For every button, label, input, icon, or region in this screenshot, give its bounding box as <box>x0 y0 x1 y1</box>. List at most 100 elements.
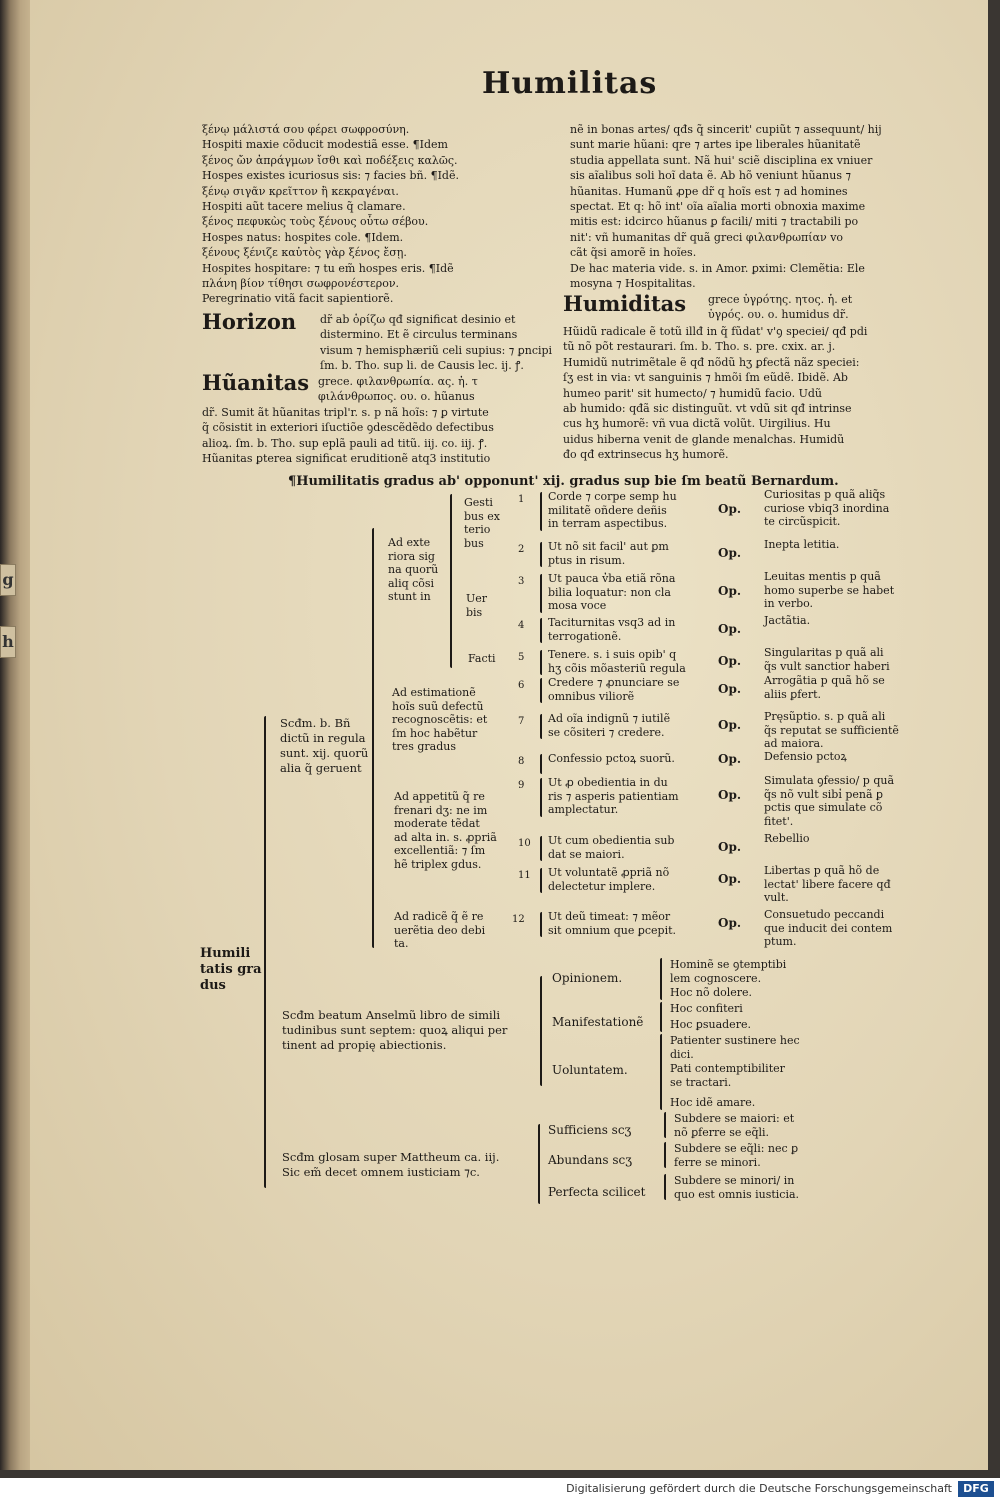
tree-line: Gesti <box>464 496 493 509</box>
virtue-bracket <box>540 868 542 893</box>
tree-line: ta. <box>394 937 409 950</box>
anselm-item-line: Hoc idẽ amare. <box>670 1096 756 1109</box>
opposite-label: Op. <box>718 546 742 560</box>
grade-vice: Jactãtia. <box>764 614 810 628</box>
tree-line: Ad radicẽ q̃ ẽ re <box>394 910 484 923</box>
humanitas-term: Hũanitas <box>202 370 310 395</box>
virtue-line: militatẽ oñdere deñis <box>548 503 667 517</box>
text-line: q̃ cõsistit in exteriori iſuctiõe ꝯdescẽ… <box>202 421 494 435</box>
factis-label: Facti <box>468 652 496 665</box>
tree-line: Humili <box>200 946 251 961</box>
virtue-line: Ut nõ sit facil' aut ꝑm <box>548 540 669 553</box>
vice-line: ad maiora. <box>764 737 824 750</box>
tree-line: dus <box>200 978 226 993</box>
tree-line: riora sig <box>388 549 435 563</box>
glossa-branch-name: Perfecta scilicet <box>548 1185 646 1199</box>
virtue-line: in terram aspectibus. <box>548 517 668 530</box>
tree-line: tres gradus <box>392 740 456 753</box>
vice-line: q̃s vult sanctior haberi <box>764 659 890 673</box>
vice-line: Singularitas p quã ali <box>764 646 884 659</box>
vice-line: Curiositas p quã aliq̃s <box>764 488 886 501</box>
virtue-line: terrogationẽ. <box>548 629 622 643</box>
virtue-bracket <box>540 778 542 817</box>
vice-line: Libertas p quã hõ de <box>764 864 880 877</box>
vice-line: vult. <box>764 891 789 904</box>
book-gutter <box>0 0 34 1470</box>
vice-line: te circũspicit. <box>764 515 841 528</box>
horizon-term: Horizon <box>202 309 297 334</box>
anselm-item-line: dici. <box>670 1047 694 1061</box>
humanitas-entry: grece. φιλανθρωπία. ας. ἡ. τ φιλάνθρωπος.… <box>202 374 552 466</box>
book-leaf <box>30 0 988 1470</box>
tree-line: ad alta in. s. ꝓpriã <box>394 830 497 844</box>
anselm-item-line: lem cognoscere. <box>670 971 762 985</box>
text-line: grece. φιλανθρωπία. ας. ἡ. τ <box>318 375 478 388</box>
left-column: ξένῳ μάλιστά σου φέρει σωφροσύνη.Hospiti… <box>202 122 550 307</box>
virtue-bracket <box>540 912 542 937</box>
tree-line: Uer <box>466 592 488 605</box>
anselm-item: Hoc confiteri <box>670 1002 743 1016</box>
anselm-bracket <box>540 976 542 1086</box>
vice-line: Inepta letitia. <box>764 538 840 551</box>
anselm-item: Hoc ꝑsuadere. <box>670 1018 751 1032</box>
opposite-label: Op. <box>718 682 742 696</box>
glossa-item-line: Subdere se eq̃li: nec ꝑ <box>674 1142 799 1155</box>
anselm-item: Hoc nõ dolere. <box>670 986 752 1000</box>
text-line: cus hʒ humorẽ: vñ vua dictã volũt. Uirgi… <box>563 417 831 431</box>
text-line: uidus hiberna venit de glande menalchas.… <box>563 432 845 446</box>
anselm-branch-name: Manifestationẽ <box>552 1015 644 1029</box>
footer-bar: Digitalisierung gefördert durch die Deut… <box>0 1478 1000 1501</box>
opposite-label: Op. <box>718 840 742 854</box>
grade-number: 9 <box>518 780 525 791</box>
opposite-label: Op. <box>718 916 742 930</box>
anselm-branch-bracket <box>660 958 662 1000</box>
virtue-line: ris ⁊ asperis patientiam <box>548 789 679 803</box>
virtue-line: se cõsiteri ⁊ credere. <box>548 725 665 739</box>
tree-line: Scđm beatum Anselmũ libro de simili <box>282 1008 501 1022</box>
text-line: ξένῳ μάλιστά σου φέρει σωφροσύνη. <box>202 123 410 136</box>
text-line: φιλάνθρωπος. ου. ο. hũanus <box>318 390 475 404</box>
glossa-item-line: ferre se minori. <box>674 1155 761 1169</box>
grade-number: 12 <box>512 914 525 925</box>
virtue-bracket <box>540 714 542 739</box>
tree-line: frenari dʒ: ne im <box>394 803 488 817</box>
glossa-label: Scđm glosam super Mattheum ca. iij.Sic e… <box>282 1150 499 1180</box>
virtue-bracket <box>540 754 542 774</box>
text-line: ξένος ὤν ἀπράγμων ἴσθι καὶ ποδέξεις καλῶ… <box>202 153 458 167</box>
grade-vice: Rebellio <box>764 832 810 846</box>
virtue-line: Ut pauca v̓ba etiã rõna <box>548 572 676 585</box>
opposite-label: Op. <box>718 718 742 732</box>
tree-line: recognoscẽtis: et <box>392 713 488 726</box>
text-line: ξένους ξένιζε καὐτὸς γὰρ ξένος ἔσῃ. <box>202 246 407 260</box>
virtue-line: Credere ⁊ ꝓnunciare se <box>548 676 680 689</box>
vice-line: Simulata ꝯfessio/ p quã <box>764 774 895 787</box>
tree-line: Sic em̃ decet omnem iusticiam ⁊c. <box>282 1165 480 1179</box>
tree-line: tudinibus sunt septem: quoꝝ aliqui per <box>282 1023 508 1037</box>
virtue-bracket <box>540 618 542 643</box>
text-line: mosyna ⁊ Hospitalitas. <box>570 277 696 291</box>
text-line: Peregrinatio vitã facit sapientiorẽ. <box>202 292 394 306</box>
virtue-bracket <box>540 574 542 613</box>
anselm-item-line: Hoc confiteri <box>670 1002 743 1015</box>
bernard-bracket <box>372 528 374 948</box>
anselm-item: Hoc idẽ amare. <box>670 1096 755 1110</box>
text-line: nẽ in bonas artes/ qđs q̃ sincerit' cupi… <box>570 123 882 136</box>
tree-line: stunt in <box>388 590 431 603</box>
virtue-line: mosa voce <box>548 599 607 612</box>
text-line: Hospes existes icuriosus sis: ⁊ facies b… <box>202 169 459 183</box>
text-line: humeo parit' sit humecto/ ⁊ humidũ facio… <box>563 386 822 400</box>
grade-number: 6 <box>518 680 525 691</box>
grade-number: 10 <box>518 838 531 849</box>
